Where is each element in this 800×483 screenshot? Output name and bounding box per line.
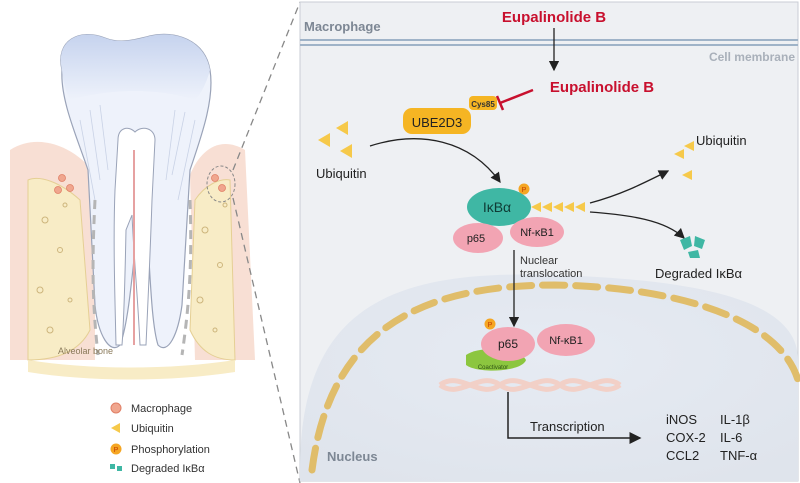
gene-il6: IL-6	[720, 430, 742, 445]
ube2d3-protein	[403, 108, 471, 134]
p65-protein	[453, 223, 503, 253]
legend-label-phosphorylation: Phosphorylation	[131, 444, 210, 456]
drug-label-mid: Eupalinolide B	[550, 79, 654, 96]
legend-label-macrophage: Macrophage	[131, 403, 192, 415]
ubiquitin-label-right: Ubiquitin	[696, 133, 747, 148]
polyubiquitin-chain	[531, 202, 585, 212]
ubiquitin-icon	[111, 423, 120, 433]
gene-inos: iNOS	[666, 412, 697, 427]
phosphorylation-icon	[110, 443, 122, 455]
gene-il1b: IL-1β	[720, 412, 750, 427]
ubiquitin-cluster-right	[674, 141, 694, 180]
svg-text:P: P	[114, 447, 119, 454]
ikba-label: IκBα	[483, 199, 511, 215]
legend-label-degraded: Degraded IκBα	[131, 463, 205, 475]
degraded-icon	[110, 464, 122, 471]
zoom-line-bottom	[232, 197, 301, 483]
degradation-arrow	[589, 211, 685, 239]
translocation-label-2: translocation	[520, 268, 582, 280]
ube2d3-label: UBE2D3	[412, 115, 463, 130]
zoom-line-top	[232, 1, 301, 171]
transcription-label: Transcription	[530, 419, 605, 434]
nfkb1-label: Nf-κB1	[520, 227, 554, 239]
ubiquitination-arrow	[369, 138, 501, 184]
translocation-label-1: Nuclear	[520, 255, 558, 267]
cell-membrane-label: Cell membrane	[709, 50, 795, 64]
degraded-ikba-label: Degraded IκBα	[655, 266, 742, 281]
zoom-circle	[206, 165, 236, 203]
alveolar-bone-label: Alveolar bone	[58, 346, 113, 356]
cys85-label: Cys85	[471, 100, 495, 109]
nfkb1-nuclear-label: Nf-κB1	[549, 335, 583, 347]
nfkb1-nuclear-protein	[537, 324, 595, 356]
gene-tnfa: TNF-α	[720, 448, 758, 463]
ikba-protein	[467, 188, 531, 226]
inhibition-line	[499, 88, 534, 105]
nucleus-area	[300, 274, 798, 481]
macrophage-icon	[110, 402, 122, 414]
phosphorylation-icon-cytoplasm	[518, 183, 530, 195]
coactivator-label: Coactivator	[478, 365, 508, 371]
nucleus-label: Nucleus	[327, 449, 378, 464]
cys85-site	[469, 96, 497, 110]
p65-nuclear-label: p65	[498, 337, 518, 351]
transcription-arrow	[507, 392, 642, 444]
macrophage-label: Macrophage	[304, 19, 381, 34]
nfkb1-protein	[510, 217, 564, 247]
ubiquitin-cluster-left	[318, 121, 352, 158]
drug-label-top: Eupalinolide B	[502, 9, 606, 26]
ubiquitin-release-arrow	[589, 170, 670, 204]
p65-nuclear-protein	[481, 327, 535, 361]
degraded-ikba-icon	[680, 236, 705, 258]
nuclear-envelope	[308, 281, 800, 474]
svg-text:P: P	[522, 187, 527, 194]
p65-label: p65	[467, 233, 485, 245]
gene-cox2: COX-2	[666, 430, 706, 445]
phosphorylation-icon-nucleus	[484, 318, 496, 330]
dna-helix	[438, 378, 622, 392]
tooth-illustration	[10, 33, 255, 380]
svg-text:P: P	[488, 322, 493, 329]
gene-ccl2: CCL2	[666, 448, 699, 463]
ubiquitin-label-left: Ubiquitin	[316, 166, 367, 181]
inhibition-bar	[495, 95, 505, 111]
target-genes: iNOS IL-1β COX-2 IL-6 CCL2 TNF-α	[666, 412, 758, 463]
legend: P Macrophage Ubiquitin Phosphorylation D…	[110, 402, 210, 475]
legend-label-ubiquitin: Ubiquitin	[131, 423, 174, 435]
